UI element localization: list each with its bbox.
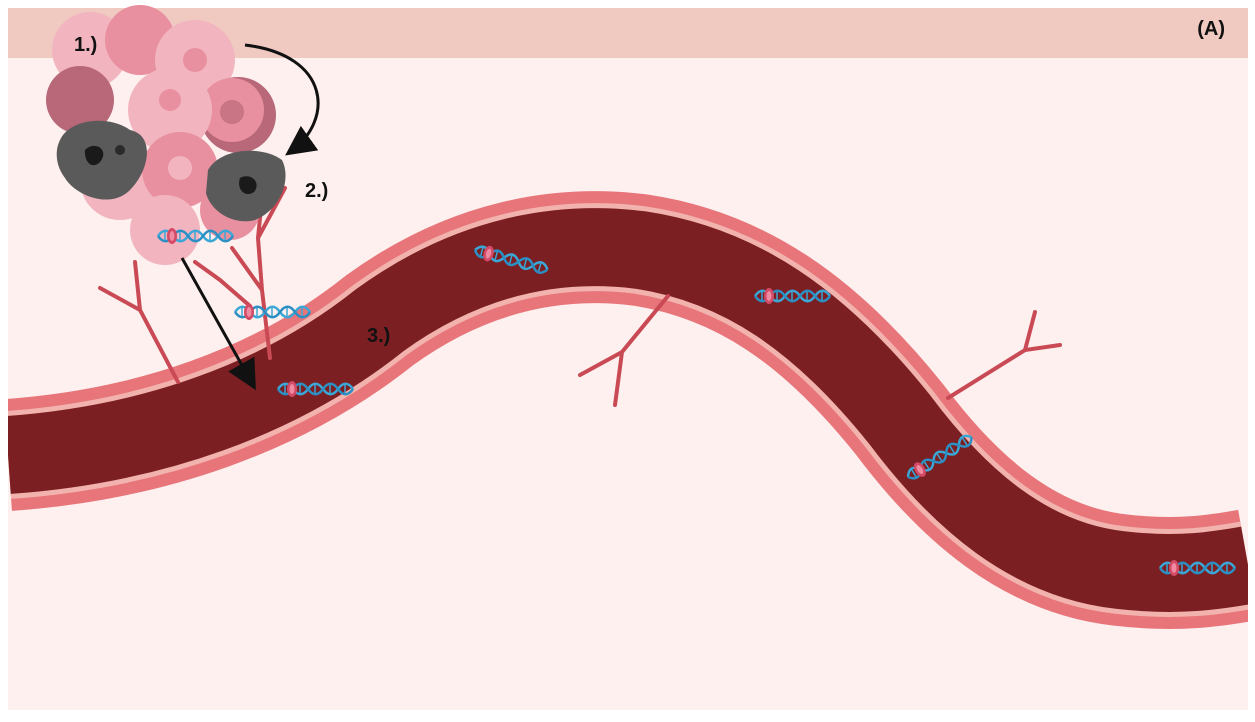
right-edge-mask bbox=[1248, 0, 1255, 717]
panel-label: (A) bbox=[1197, 18, 1225, 41]
step-3-label: 3.) bbox=[367, 325, 390, 348]
left-edge-mask bbox=[0, 0, 8, 717]
step-2-label: 2.) bbox=[305, 180, 328, 203]
step-1-label: 1.) bbox=[74, 34, 97, 57]
